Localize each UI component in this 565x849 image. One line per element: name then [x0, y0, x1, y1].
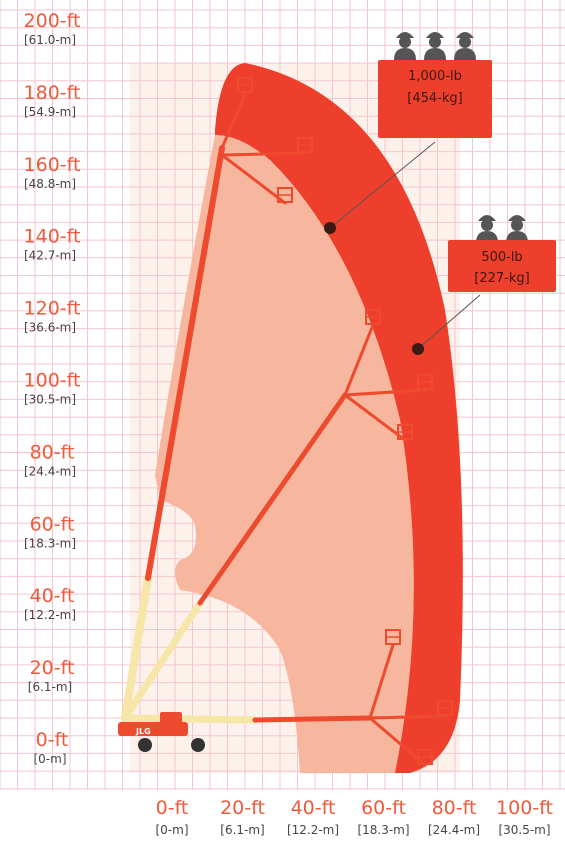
x-tick-ft: 60-ft: [361, 797, 406, 819]
y-tick-ft: 20-ft: [30, 657, 75, 679]
boom-configurations: [121, 93, 447, 767]
basket-icon: [417, 749, 433, 765]
boom-lower-flat: [121, 714, 259, 724]
worker-icons: [476, 215, 528, 243]
basket-icon: [277, 187, 293, 203]
basket-icon: [385, 629, 401, 645]
lift-chassis-icon: JLG: [118, 712, 205, 752]
platform-baskets: [237, 77, 453, 765]
y-tick-ft: 60-ft: [30, 513, 75, 535]
leader-line-1000: [329, 141, 436, 229]
boom-upper-tall: [145, 145, 225, 581]
jib-flat: [368, 643, 395, 720]
worker-icon: [476, 215, 498, 243]
y-tick-m: [36.6-m]: [24, 321, 76, 335]
platform-icon: [448, 240, 556, 292]
capacity-lb: 500-lb: [481, 250, 522, 265]
leader-line-500: [417, 294, 481, 350]
y-tick-m: [54.9-m]: [24, 105, 76, 119]
platform-icon: [378, 60, 492, 138]
y-tick-m: [0-m]: [33, 752, 66, 766]
basket-icon: [365, 309, 381, 325]
capacity-kg: [454-kg]: [407, 91, 462, 106]
boom-upper-mid: [197, 392, 348, 606]
y-tick-m: [18.3-m]: [24, 536, 76, 550]
y-tick-ft: 40-ft: [30, 585, 75, 607]
jib-flat-3: [368, 716, 427, 767]
jib-tall: [220, 93, 247, 150]
jib-flat-2: [368, 714, 447, 720]
marker-dot-500: [412, 343, 424, 355]
y-tick-m: [48.8-m]: [24, 177, 76, 191]
x-tick-ft: 20-ft: [220, 797, 265, 819]
basket-icon: [297, 137, 313, 153]
y-tick-ft: 0-ft: [36, 729, 69, 751]
x-tick-m: [18.3-m]: [357, 823, 409, 837]
y-tick-ft: 120-ft: [24, 298, 81, 320]
x-tick-ft: 40-ft: [291, 797, 336, 819]
boom-lower-tall: [121, 574, 152, 722]
svg-text:JLG: JLG: [135, 727, 151, 736]
jib-tall-2: [220, 151, 307, 157]
boom-upper-flat: [252, 715, 373, 723]
boom-lower-mid: [121, 599, 204, 722]
x-tick-ft: 100-ft: [496, 797, 553, 819]
x-tick-m: [6.1-m]: [220, 823, 264, 837]
capacity-lb: 1,000-lb: [408, 69, 462, 84]
worker-icons: [394, 32, 476, 60]
capacity-badge-500: 500-lb [227-kg]: [448, 215, 556, 292]
y-tick-ft: 180-ft: [24, 82, 81, 104]
capacity-badge-1000: 1,000-lb [454-kg]: [378, 32, 492, 138]
x-tick-ft: 0-ft: [156, 797, 189, 819]
jib-mid: [343, 323, 375, 397]
y-tick-m: [42.7-m]: [24, 249, 76, 263]
y-tick-m: [12.2-m]: [24, 608, 76, 622]
capacity-kg: [227-kg]: [474, 271, 529, 286]
basket-icon: [437, 700, 453, 716]
jib-tall-3: [220, 153, 287, 205]
x-tick-ft: 80-ft: [432, 797, 477, 819]
x-tick-m: [30.5-m]: [498, 823, 550, 837]
y-tick-ft: 160-ft: [24, 154, 81, 176]
outer-envelope: [215, 63, 463, 773]
worker-icon: [394, 32, 416, 60]
y-tick-ft: 140-ft: [24, 226, 81, 248]
worker-icon: [454, 32, 476, 60]
basket-icon: [417, 374, 433, 390]
y-tick-ft: 80-ft: [30, 441, 75, 463]
y-tick-ft: 200-ft: [24, 10, 81, 32]
y-tick-m: [30.5-m]: [24, 393, 76, 407]
jib-mid-2: [343, 388, 427, 397]
x-tick-m: [0-m]: [155, 823, 188, 837]
worker-icon: [424, 32, 446, 60]
marker-dot-1000: [324, 222, 336, 234]
x-tick-m: [24.4-m]: [428, 823, 480, 837]
jib-mid-3: [343, 393, 407, 442]
basket-icon: [237, 77, 253, 93]
y-tick-m: [61.0-m]: [24, 33, 76, 47]
x-axis-labels: 0-ft [0-m] 20-ft [6.1-m] 40-ft [12.2-m] 60-ft […: [155, 797, 552, 837]
y-axis-labels: 200-ft[61.0-m] 180-ft[54.9-m] 160-ft[48.8-…: [24, 10, 81, 766]
safe-envelope: [155, 135, 414, 773]
basket-icon: [397, 424, 413, 440]
x-tick-m: [12.2-m]: [287, 823, 339, 837]
y-tick-m: [24.4-m]: [24, 464, 76, 478]
y-tick-ft: 100-ft: [24, 370, 81, 392]
y-tick-m: [6.1-m]: [28, 680, 72, 694]
